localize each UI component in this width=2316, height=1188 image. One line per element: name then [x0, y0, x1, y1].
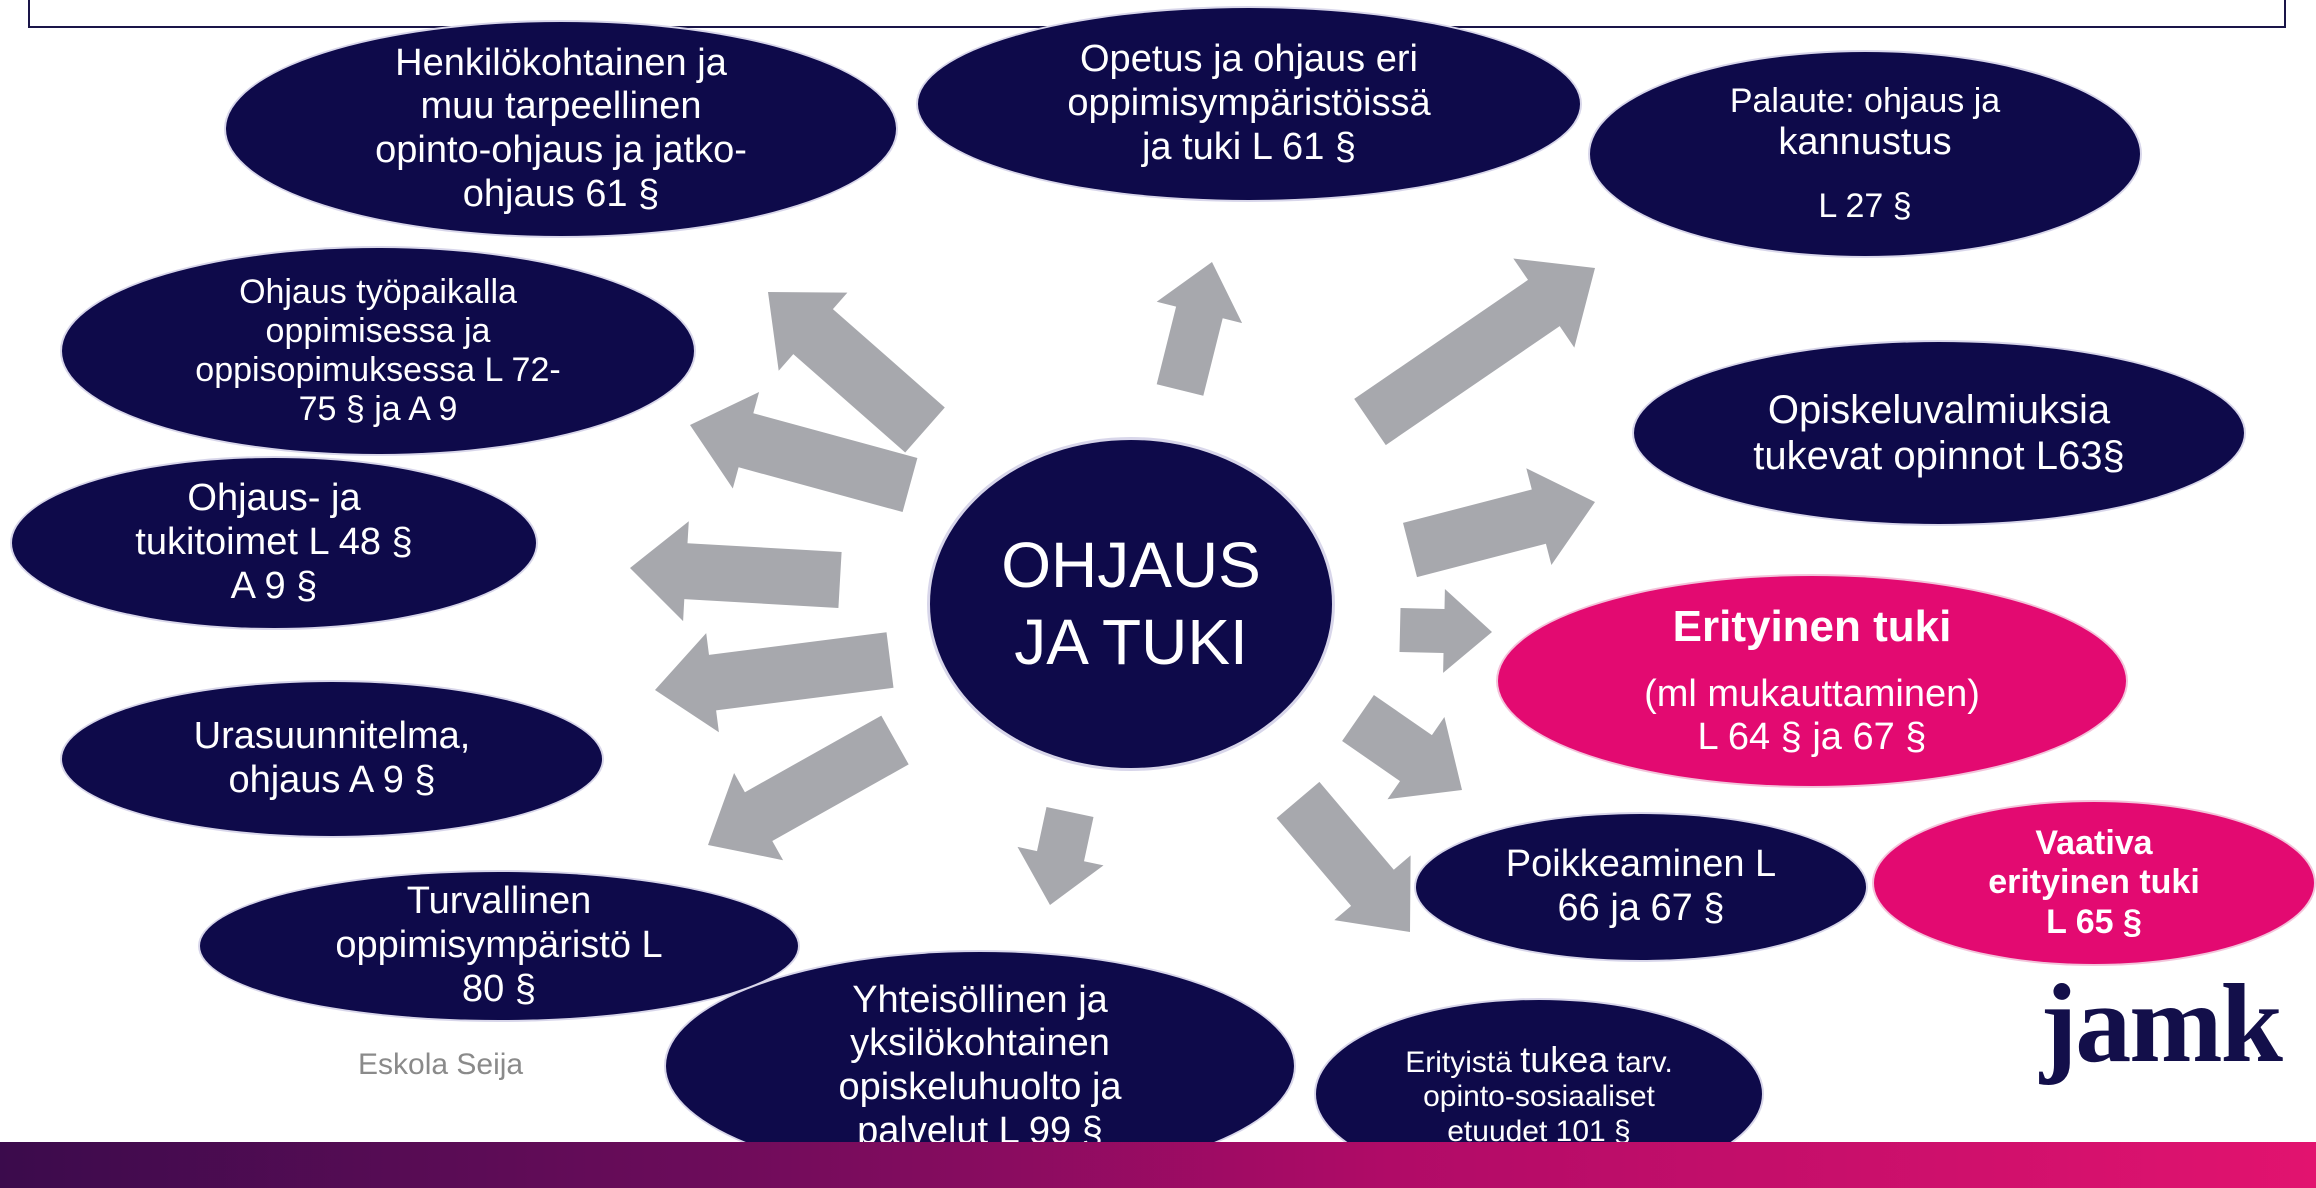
node-henkilokohtainen-ohjaus: Henkilökohtainen ja muu tarpeellinen opi…	[226, 22, 896, 236]
jamk-logo: jamk	[2040, 962, 2283, 1086]
arrow-6	[1017, 807, 1104, 905]
arrow-1	[768, 292, 945, 453]
arrow-3	[630, 521, 842, 622]
node-opetus-ohjaus: Opetus ja ohjaus eri oppimisympäristöiss…	[918, 8, 1580, 200]
node-vaativa-erityinen-tuki: Vaativa erityinen tuki L 65 §	[1874, 802, 2314, 964]
node-erityinen-tuki: Erityinen tuki (ml mukauttaminen) L 64 §…	[1498, 576, 2126, 786]
author-name: Eskola Seija	[358, 1048, 524, 1081]
node-poikkeaminen: Poikkeaminen L 66 ja 67 §	[1416, 814, 1866, 960]
arrow-9	[1403, 468, 1595, 578]
arrow-8	[1354, 258, 1595, 446]
footer-gradient-bar	[0, 1142, 2316, 1188]
node-ohjaus-tyopaikalla: Ohjaus työpaikalla oppimisessa ja oppiso…	[62, 248, 694, 454]
node-tukitoimet: Ohjaus- ja tukitoimet L 48 § A 9 §	[12, 458, 536, 628]
arrow-2	[690, 392, 918, 512]
node-urasuunnitelma: Urasuunnitelma, ohjaus A 9 §	[62, 682, 602, 836]
center-node: OHJAUS JA TUKI	[930, 440, 1332, 768]
arrow-11	[1342, 695, 1462, 800]
arrow-7	[1156, 262, 1243, 396]
arrow-5	[708, 715, 909, 861]
node-opiskeluvalmiuksia: Opiskeluvalmiuksia tukevat opinnot L63§	[1634, 342, 2244, 524]
arrow-4	[655, 632, 894, 733]
node-palaute: Palaute: ohjaus ja kannustus L 27 §	[1590, 52, 2140, 256]
node-turvallinen: Turvallinen oppimisympäristö L 80 §	[200, 872, 798, 1020]
arrow-12	[1276, 781, 1411, 932]
arrow-10	[1399, 589, 1492, 673]
